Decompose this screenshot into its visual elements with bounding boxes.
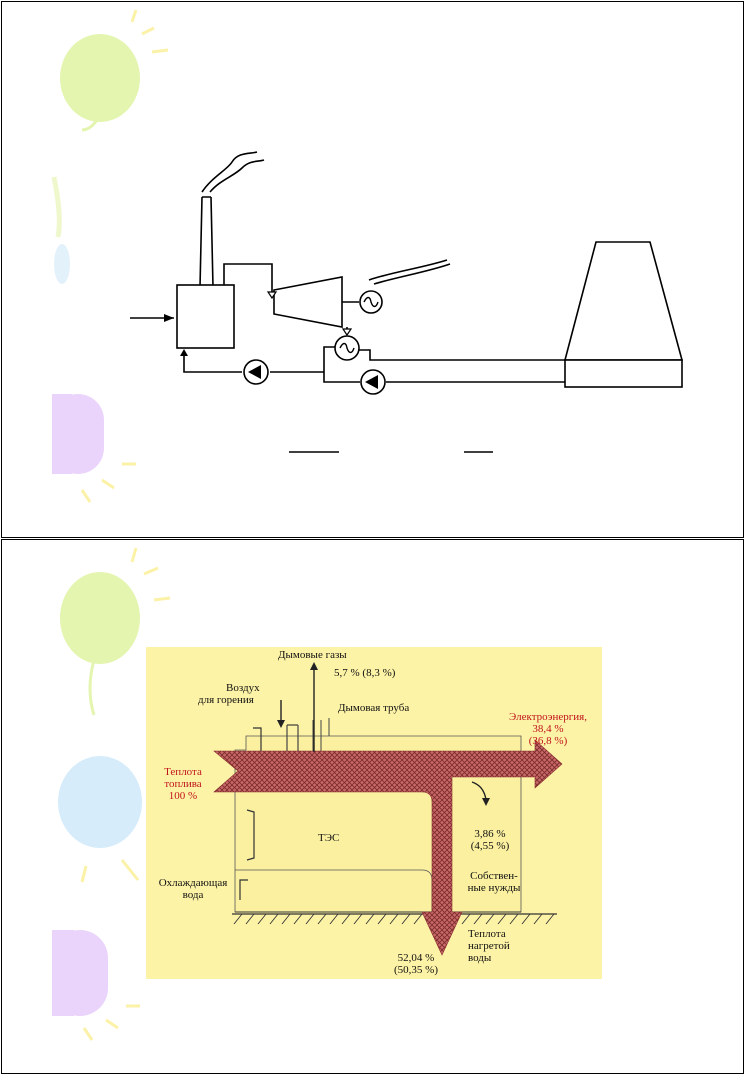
- feed-pump-icon: [243, 359, 269, 385]
- heated-water-label: Теплота нагретой воды: [468, 928, 510, 964]
- smoke-lines: [201, 151, 258, 193]
- slide-energy-balance: Дымовые газы 5,7 % (8,3 %) Воздух для го…: [1, 539, 744, 1074]
- air-label: Воздух для горения: [198, 682, 260, 706]
- plant-label: ТЭС: [318, 832, 340, 844]
- flue-gases-value: 5,7 % (8,3 %): [334, 667, 396, 679]
- water-loss-value: 52,04 % (50,35 %): [394, 952, 438, 976]
- own-needs-label: Собствен- ные нужды: [467, 870, 521, 894]
- boiler: [176, 284, 235, 349]
- decorative-balloons: [51, 9, 169, 503]
- cooling-tower: [563, 241, 684, 361]
- energy-flow-arrow: [213, 739, 563, 956]
- chimney-label: Дымовая труба: [338, 702, 410, 714]
- cooling-water-label: Охлаждающая вода: [158, 877, 228, 901]
- flue-gases-title: Дымовые газы: [278, 649, 347, 661]
- energy-balance-canvas: [52, 547, 602, 1041]
- scheme-canvas: [51, 9, 684, 503]
- own-needs-value: 3,86 % (4,55 %): [470, 828, 510, 852]
- turbine: [273, 276, 343, 328]
- circulation-pump-icon: [360, 369, 386, 395]
- decorative-balloons: [52, 547, 171, 1041]
- electricity-label: Электроэнергия, 38,4 % (36,8 %): [509, 711, 587, 747]
- fuel-heat-label: Теплота топлива 100 %: [164, 766, 202, 802]
- chimney: [199, 196, 214, 288]
- slide-power-plant-scheme: [1, 1, 744, 538]
